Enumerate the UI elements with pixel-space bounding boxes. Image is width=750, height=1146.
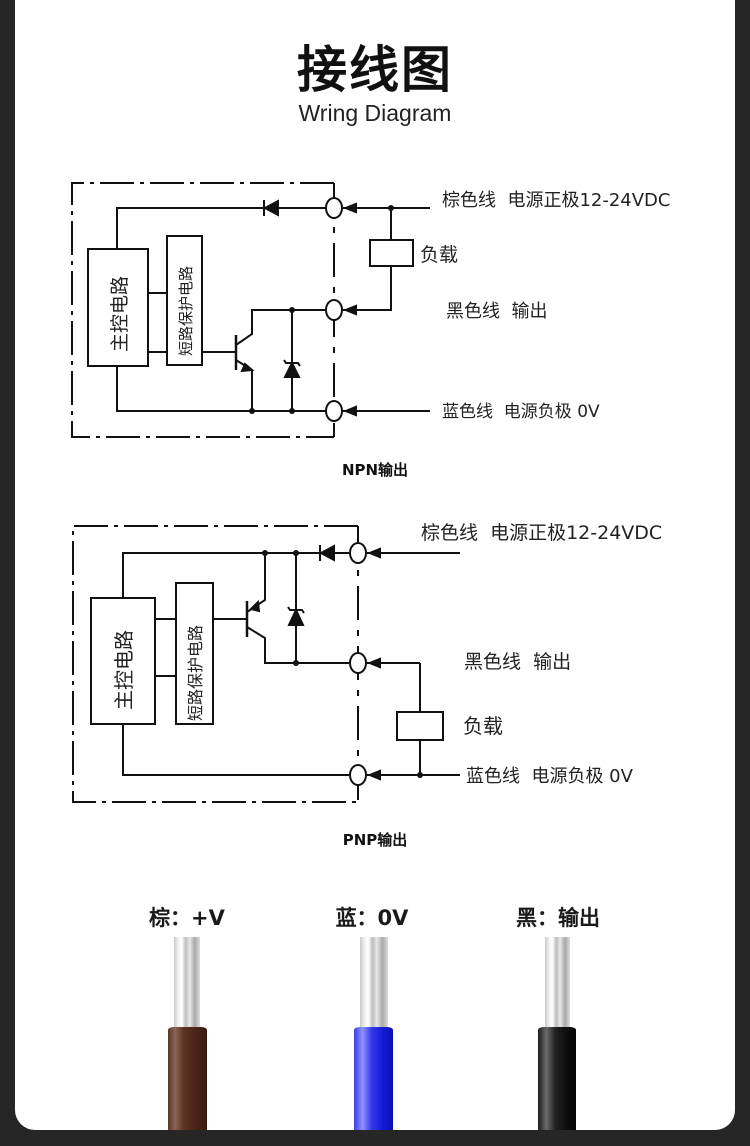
pnp-black-label: 黑色线 输出: [464, 651, 571, 673]
pnp-brown-label: 棕色线 电源正极12-24VDC: [421, 522, 662, 544]
pnp-blue-label: 蓝色线 电源负极 0V: [466, 766, 634, 787]
pnp-terminal-blue: [349, 764, 367, 786]
page-title: 接线图: [297, 41, 453, 99]
npn-terminal-black: [325, 299, 343, 321]
pnp-load-label: 负载: [463, 714, 503, 738]
npn-caption: NPN输出: [341, 461, 409, 479]
pnp-main-circuit-box: [90, 597, 156, 725]
npn-terminal-blue: [325, 400, 343, 422]
npn-black-label: 黑色线 输出: [446, 301, 547, 322]
npn-diode-icon: [262, 199, 279, 217]
pnp-load-box: [396, 711, 444, 741]
npn-zener-icon: [283, 360, 301, 378]
pnp-protection-box: [175, 582, 214, 725]
npn-load-label: 负载: [420, 244, 458, 266]
pnp-caption: PNP输出: [342, 831, 408, 849]
pnp-enclosure: [72, 525, 358, 803]
pnp-zener-icon: [287, 607, 305, 626]
wire-label-brown: 棕：+V: [149, 906, 225, 930]
npn-enclosure: [71, 182, 334, 438]
npn-main-circuit-label: 主控电路: [109, 276, 131, 352]
page-subtitle: Wring Diagram: [298, 100, 452, 126]
pnp-protection-label: 短路保护电路: [186, 625, 205, 721]
npn-brown-label: 棕色线 电源正极12-24VDC: [442, 190, 671, 211]
pnp-terminal-brown: [349, 542, 367, 564]
npn-protection-box: [166, 235, 203, 366]
npn-load-box: [369, 239, 414, 267]
wire-label-blue: 蓝：0V: [335, 906, 409, 930]
npn-protection-label: 短路保护电路: [177, 266, 195, 356]
wire-label-black: 黑：输出: [516, 906, 600, 930]
npn-blue-label: 蓝色线 电源负极 0V: [442, 402, 600, 422]
pnp-terminal-black: [349, 652, 367, 674]
pnp-main-circuit-label: 主控电路: [112, 630, 136, 710]
pnp-diode-icon: [318, 544, 335, 562]
npn-terminal-brown: [325, 197, 343, 219]
bottom-band: [0, 1130, 750, 1146]
pnp-diagram: [72, 525, 460, 803]
npn-diagram: [71, 182, 430, 438]
